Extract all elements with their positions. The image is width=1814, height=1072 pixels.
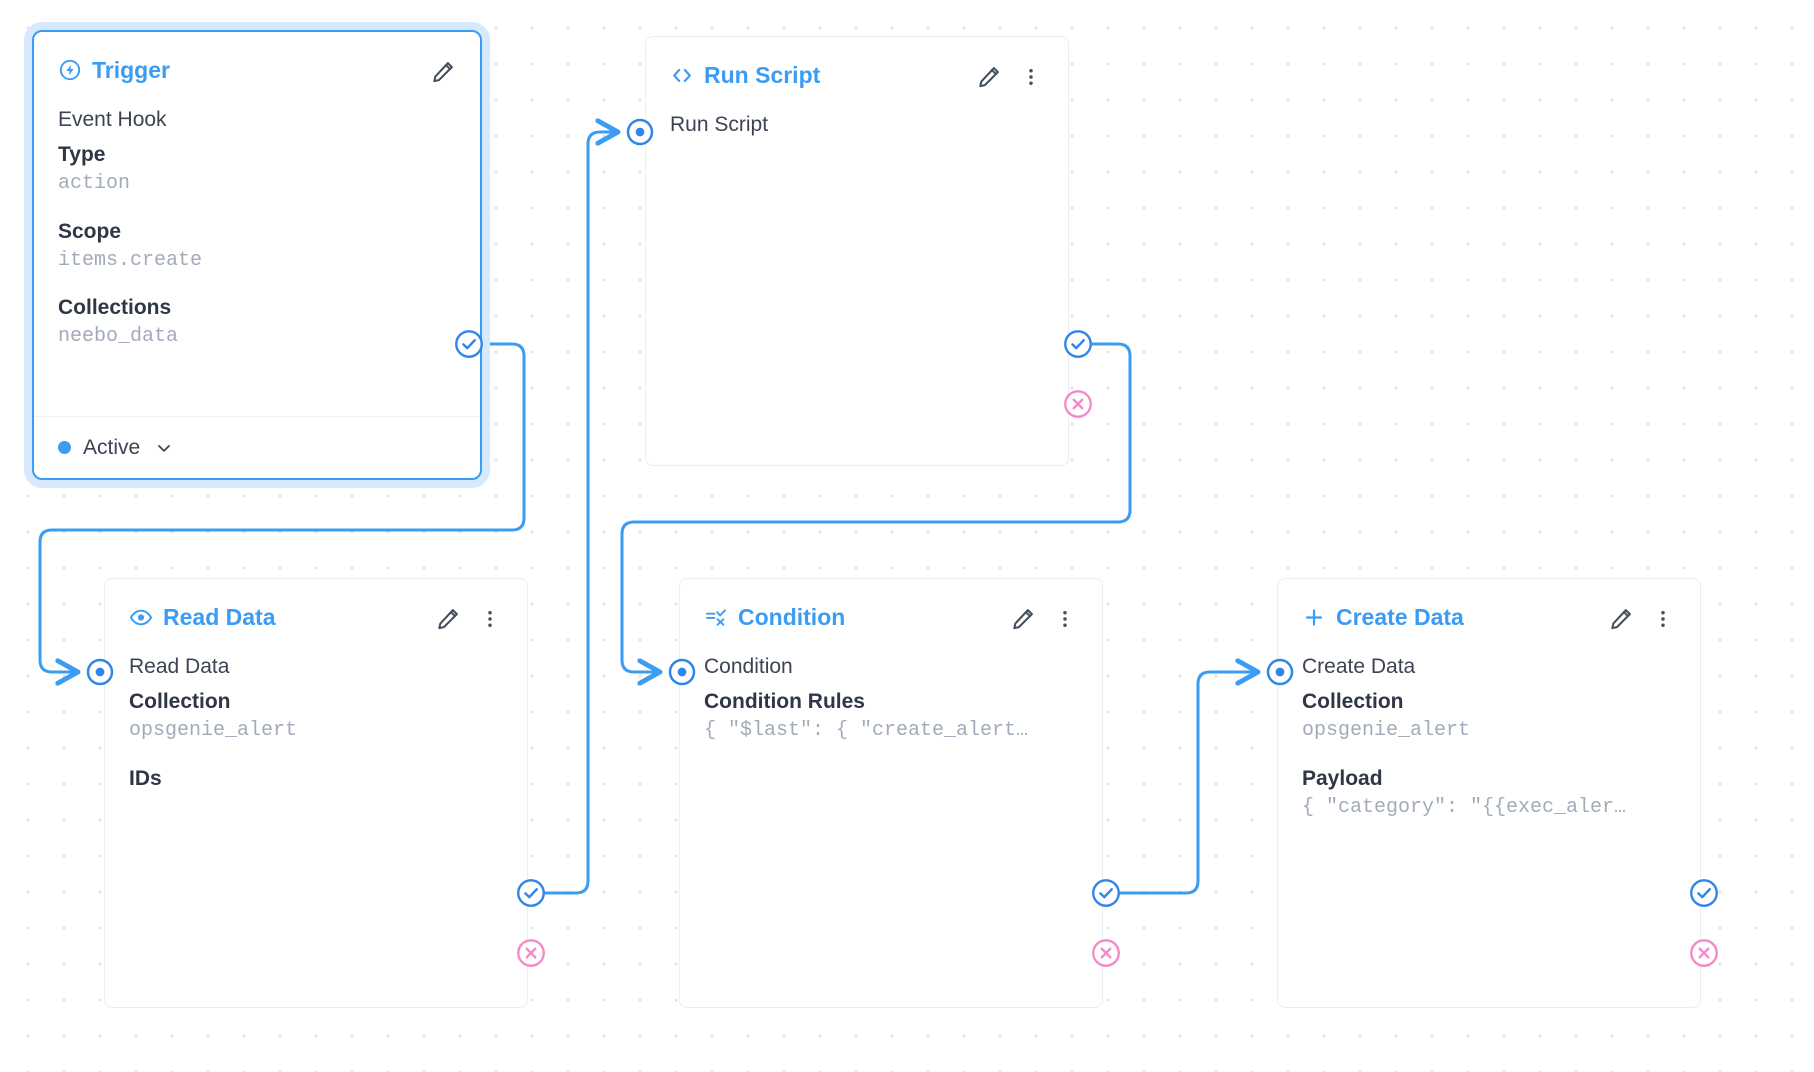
rule-filter-icon [704,605,728,629]
node-run-script-actions [976,63,1044,90]
handle-success-condition[interactable] [1091,878,1121,908]
chevron-down-icon[interactable] [154,438,174,458]
field-label-payload: Payload [1302,766,1383,790]
eye-icon [129,605,153,629]
node-trigger[interactable]: Trigger Event Hook Type action Scope ite… [32,30,482,480]
more-options-icon[interactable] [1650,606,1676,632]
node-condition-title-group: Condition [704,605,845,629]
status-dot-icon [58,441,71,454]
node-read-data[interactable]: Read Data Read Data Collection o [104,578,528,1008]
edit-pencil-icon[interactable] [1608,606,1634,632]
edit-pencil-icon[interactable] [976,64,1002,90]
node-create-data-title-group: Create Data [1302,605,1464,629]
edge-condition-to-create-data [1118,672,1258,895]
handle-reject-create-data[interactable] [1689,938,1719,968]
handle-success-create-data[interactable] [1689,878,1719,908]
edit-pencil-icon[interactable] [435,606,461,632]
more-options-icon[interactable] [477,606,503,632]
node-read-data-actions [435,605,503,632]
node-trigger-body: Event Hook Type action Scope items.creat… [34,90,480,351]
plus-icon [1302,605,1326,629]
handle-reject-read-data[interactable] [516,938,546,968]
node-run-script-title: Run Script [704,61,821,88]
edge-read-data-to-run-script [543,132,618,895]
handle-target-condition[interactable] [667,657,697,687]
bolt-circle-icon [58,58,82,82]
status-label: Active [83,435,141,459]
field-value-payload: { "category": "{{exec_aler… [1302,795,1627,819]
handle-success-read-data[interactable] [516,878,546,908]
handle-success-trigger[interactable] [454,329,484,359]
field-label-collections: Collections [58,296,172,320]
node-trigger-actions [430,58,456,85]
handle-reject-run-script[interactable] [1063,389,1093,419]
more-options-icon[interactable] [1052,606,1078,632]
node-trigger-title-group: Trigger [58,58,170,82]
node-read-data-header: Read Data [105,579,527,637]
node-run-script-title-group: Run Script [670,63,820,87]
field-label-ids: IDs [129,766,162,790]
field-value-collection: opsgenie_alert [129,718,298,742]
node-condition-title: Condition [738,603,846,630]
node-run-script-row-name: Run Script [670,113,769,136]
field-label-collection: Collection [1302,689,1404,713]
field-value-collection: opsgenie_alert [1302,718,1471,742]
handle-target-read-data[interactable] [85,657,115,687]
node-run-script-header: Run Script [646,37,1068,95]
node-create-data[interactable]: Create Data Create Data Collection [1277,578,1701,1008]
node-create-data-actions [1608,605,1676,632]
handle-target-create-data[interactable] [1265,657,1295,687]
node-condition-header: Condition [680,579,1102,637]
node-read-data-row-name: Read Data [129,655,230,678]
field-label-collection: Collection [129,689,231,713]
edit-pencil-icon[interactable] [1010,606,1036,632]
node-create-data-body: Create Data Collection opsgenie_alert Pa… [1278,637,1700,821]
node-trigger-status-row[interactable]: Active [34,416,480,478]
node-trigger-title: Trigger [92,56,170,83]
code-brackets-icon [670,63,694,87]
node-run-script[interactable]: Run Script Run Script [645,36,1069,466]
edit-pencil-icon[interactable] [430,59,456,85]
field-value-type: action [58,171,131,195]
node-read-data-title: Read Data [163,603,276,630]
field-value-condition-rules: { "$last": { "create_alert… [704,718,1029,742]
node-read-data-title-group: Read Data [129,605,275,629]
node-trigger-header: Trigger [34,32,480,90]
handle-target-run-script[interactable] [625,117,655,147]
handle-reject-condition[interactable] [1091,938,1121,968]
node-read-data-body: Read Data Collection opsgenie_alert IDs [105,637,527,794]
node-create-data-title: Create Data [1336,603,1464,630]
field-label-type: Type [58,142,106,166]
node-create-data-row-name: Create Data [1302,655,1416,678]
node-condition-actions [1010,605,1078,632]
field-label-condition-rules: Condition Rules [704,689,865,713]
field-label-scope: Scope [58,219,122,243]
node-run-script-body: Run Script [646,95,1068,140]
node-trigger-row-name: Event Hook [58,108,167,131]
node-create-data-header: Create Data [1278,579,1700,637]
field-value-collections: neebo_data [58,325,179,349]
node-condition[interactable]: Condition Condition Condition Rules [679,578,1103,1008]
more-options-icon[interactable] [1018,64,1044,90]
node-condition-body: Condition Condition Rules { "$last": { "… [680,637,1102,745]
field-value-scope: items.create [58,248,203,272]
node-condition-row-name: Condition [704,655,793,678]
handle-success-run-script[interactable] [1063,329,1093,359]
